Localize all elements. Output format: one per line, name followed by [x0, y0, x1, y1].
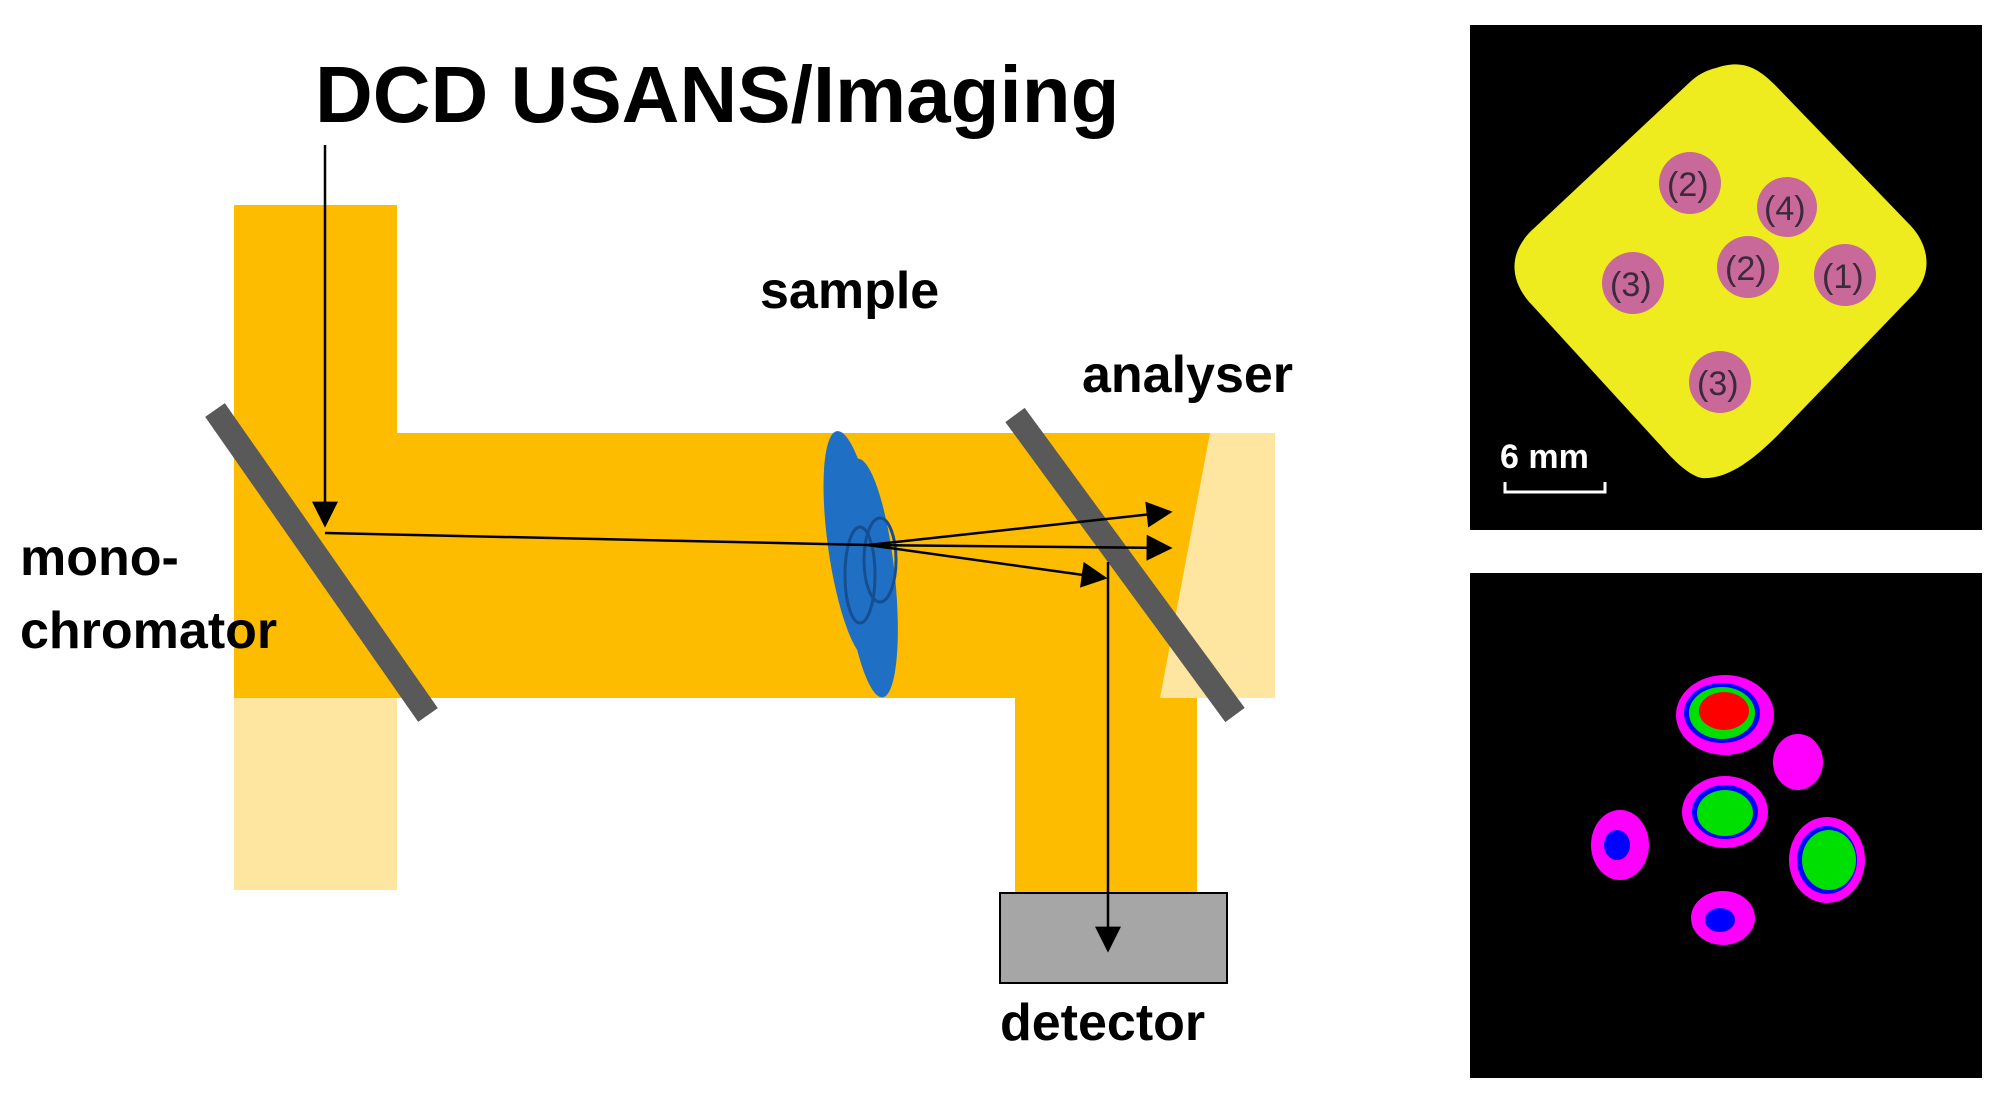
scattered-ray-up	[867, 501, 1173, 547]
detector-label: detector	[1000, 994, 1205, 1052]
scattered-ray-mid	[867, 534, 1173, 561]
monochromator-label-line2: chromator	[20, 602, 277, 660]
neutron-rays	[312, 145, 1173, 953]
spot-label: (1)	[1822, 258, 1864, 296]
page-title: DCD USANS/Imaging	[315, 50, 1120, 139]
spot-label: (2)	[1725, 250, 1767, 288]
scale-bar-label: 6 mm	[1500, 438, 1589, 476]
analyser-label: analyser	[1082, 346, 1293, 404]
analyser-crystal	[1005, 407, 1245, 723]
sample-label: sample	[760, 262, 939, 320]
beam-horizontal	[234, 433, 1054, 698]
imaging-result-panel	[1470, 573, 1982, 1078]
detector-box	[999, 892, 1228, 984]
monochromator-crystal	[205, 403, 438, 722]
spot-label: (3)	[1610, 266, 1652, 304]
spot-label: (2)	[1667, 166, 1709, 204]
spot-label: (4)	[1764, 190, 1806, 228]
monochromator-label-line1: mono-	[20, 529, 179, 587]
scale-bar	[1503, 482, 1607, 494]
beam-vertical-lower	[1015, 698, 1197, 898]
scattered-ray-down	[867, 543, 1108, 588]
sample-photo-panel: (2) (4) (3) (2) (1) (3) 6 mm	[1470, 25, 1982, 530]
transmitted-ray	[324, 531, 869, 547]
sample-spots	[1602, 152, 1876, 413]
spot-label: (3)	[1697, 365, 1739, 403]
